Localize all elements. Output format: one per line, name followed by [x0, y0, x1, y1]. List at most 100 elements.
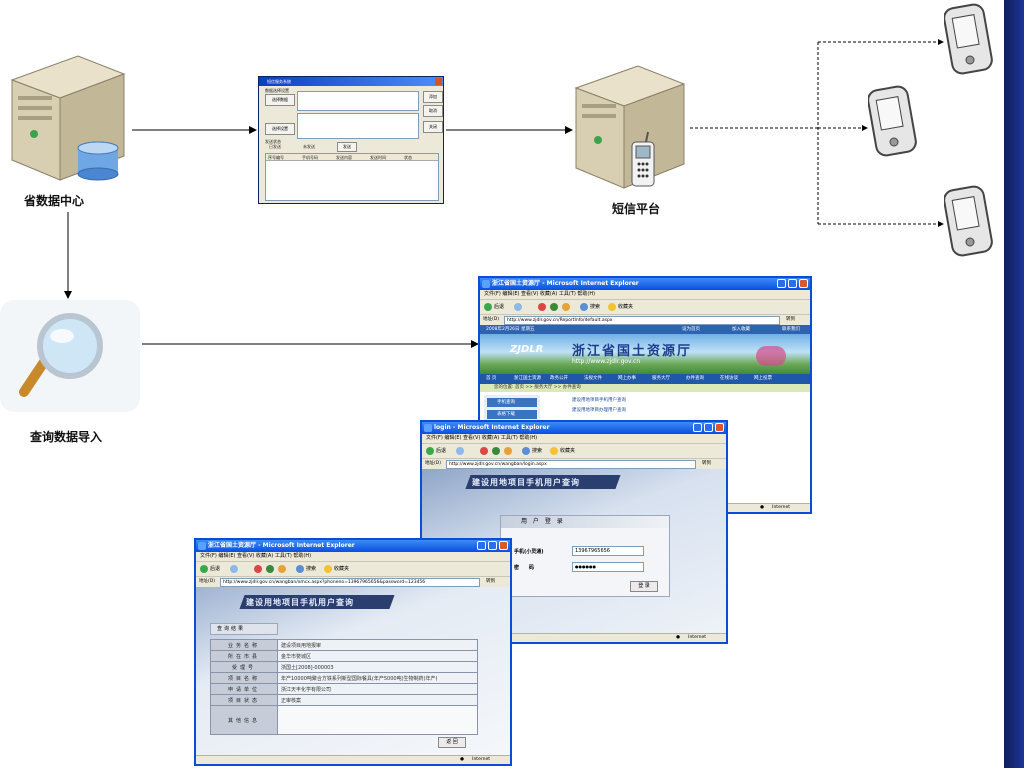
field-label: 申请单位 [210, 683, 278, 695]
back-icon[interactable] [426, 447, 434, 455]
menu-bar[interactable]: 文件(F) 编辑(E) 查看(V) 收藏(A) 工具(T) 帮助(H) [422, 434, 726, 444]
favorites-label[interactable]: 收藏夹 [560, 448, 576, 454]
status-zone: Internet [472, 757, 490, 762]
address-input[interactable]: http://www.zjdlr.gov.cn/wangban/login.as… [446, 460, 696, 469]
address-label: 地址(D) [425, 461, 441, 466]
close-icon[interactable] [715, 423, 724, 432]
option-unsent[interactable]: 未发送 [303, 144, 315, 149]
data-list-box[interactable] [297, 91, 419, 111]
field-label: 受理号 [210, 661, 278, 673]
breadcrumb: 您的位置: 首页 >> 服务大厅 >> 办件查询 [480, 384, 810, 392]
top-link[interactable]: 设为首页 [682, 327, 700, 332]
search-label[interactable]: 搜索 [532, 448, 543, 454]
dialog-titlebar: 短信服务系统 [259, 77, 443, 86]
home-icon[interactable] [504, 447, 512, 455]
nav-item[interactable]: 办件查询 [686, 376, 704, 381]
home-icon[interactable] [562, 303, 570, 311]
back-icon[interactable] [484, 303, 492, 311]
query-import-label: 查询数据导入 [30, 430, 103, 444]
field-value: 年产10000吨聚合方铁系列新型国际餐具(年产5000吨)生物制药(年产) [277, 672, 478, 684]
minimize-icon[interactable] [777, 279, 786, 288]
nav-item[interactable]: 政务公开 [550, 376, 568, 381]
maximize-icon[interactable] [488, 541, 497, 550]
forward-icon[interactable] [230, 565, 238, 573]
search-icon[interactable] [580, 303, 588, 311]
magnifier-search-icon [0, 300, 140, 412]
select-data-button[interactable]: 选择数据 [265, 94, 295, 106]
top-link[interactable]: 加入收藏 [732, 327, 750, 332]
top-link[interactable]: 联系我们 [782, 327, 800, 332]
forward-icon[interactable] [514, 303, 522, 311]
password-input[interactable]: ●●●●●● [572, 562, 644, 572]
status-bar: ●Internet [422, 633, 726, 642]
menu-bar[interactable]: 文件(F) 编辑(E) 查看(V) 收藏(A) 工具(T) 帮助(H) [196, 552, 510, 562]
maximize-icon[interactable] [788, 279, 797, 288]
search-label[interactable]: 搜索 [590, 304, 601, 310]
nav-item[interactable]: 法规文件 [584, 376, 602, 381]
forward-icon[interactable] [456, 447, 464, 455]
phone-input[interactable]: 13967965656 [572, 546, 644, 556]
table-row: 申请单位浙江天丰化学有限公司 [210, 683, 478, 695]
go-button[interactable]: 转到 [486, 579, 495, 584]
favorites-icon[interactable] [550, 447, 558, 455]
back-label[interactable]: 后退 [436, 448, 447, 454]
address-input[interactable]: http://www.zjdlr.gov.cn/ReportInfo/defau… [504, 316, 780, 325]
go-button[interactable]: 转到 [702, 461, 711, 466]
minimize-icon[interactable] [477, 541, 486, 550]
stop-icon[interactable] [538, 303, 546, 311]
favorites-label[interactable]: 收藏夹 [334, 566, 350, 572]
close-icon[interactable] [435, 78, 442, 85]
send-button[interactable]: 发送 [337, 142, 357, 152]
side-menu-item[interactable]: 表格下载 [487, 410, 537, 419]
refresh-icon[interactable] [492, 447, 500, 455]
cancel-button[interactable]: 取消 [423, 105, 443, 117]
stop-icon[interactable] [254, 565, 262, 573]
refresh-icon[interactable] [266, 565, 274, 573]
flower-decoration [756, 346, 786, 366]
home-icon[interactable] [278, 565, 286, 573]
back-button[interactable]: 返 回 [438, 737, 466, 748]
nav-item[interactable]: 服务大厅 [652, 376, 670, 381]
toolbar: 后退 搜索 收藏夹 [196, 562, 510, 577]
close-icon[interactable] [799, 279, 808, 288]
back-label[interactable]: 后退 [494, 304, 505, 310]
table-row: 受理号浙国土[2008]-000003 [210, 661, 478, 673]
pda-device-icon [944, 185, 993, 257]
stop-icon[interactable] [480, 447, 488, 455]
dashed-sms-to-phones [690, 41, 938, 225]
address-input[interactable]: http://www.zjdlr.gov.cn/wangban/xmcx.asp… [220, 578, 480, 587]
globe-icon: ● [676, 635, 680, 640]
favorites-label[interactable]: 收藏夹 [618, 304, 634, 310]
nav-item[interactable]: 浙江国土资源 [514, 376, 541, 381]
maximize-icon[interactable] [704, 423, 713, 432]
add-button[interactable]: 添加 [423, 91, 443, 103]
option-sent[interactable]: 已发送 [269, 144, 281, 149]
back-label[interactable]: 后退 [210, 566, 221, 572]
other-info-textarea[interactable] [277, 705, 478, 735]
nav-item[interactable]: 在线访谈 [720, 376, 738, 381]
nav-item[interactable]: 网上投票 [754, 376, 772, 381]
go-button[interactable]: 转到 [786, 317, 795, 322]
query-link[interactable]: 建设用地项目手机用户查询 [572, 398, 626, 403]
field-label: 其他信息 [210, 705, 278, 735]
select-settings-button[interactable]: 选择设置 [265, 123, 295, 135]
search-icon[interactable] [296, 565, 304, 573]
favorites-icon[interactable] [608, 303, 616, 311]
favorites-icon[interactable] [324, 565, 332, 573]
sms-platform-label: 短信平台 [612, 202, 661, 216]
close-button[interactable]: 关闭 [423, 121, 443, 133]
login-button[interactable]: 登 录 [630, 581, 658, 592]
search-label[interactable]: 搜索 [306, 566, 317, 572]
minimize-icon[interactable] [693, 423, 702, 432]
side-menu-item[interactable]: 手机查询 [487, 398, 537, 407]
refresh-icon[interactable] [550, 303, 558, 311]
query-link[interactable]: 建设用地项目办理用户查询 [572, 408, 626, 413]
menu-bar[interactable]: 文件(F) 编辑(E) 查看(V) 收藏(A) 工具(T) 帮助(H) [480, 290, 810, 300]
nav-item[interactable]: 网上办事 [618, 376, 636, 381]
settings-list-box[interactable] [297, 113, 419, 139]
globe-icon: ● [460, 757, 464, 762]
close-icon[interactable] [499, 541, 508, 550]
search-icon[interactable] [522, 447, 530, 455]
nav-item[interactable]: 首 页 [486, 376, 497, 381]
back-icon[interactable] [200, 565, 208, 573]
